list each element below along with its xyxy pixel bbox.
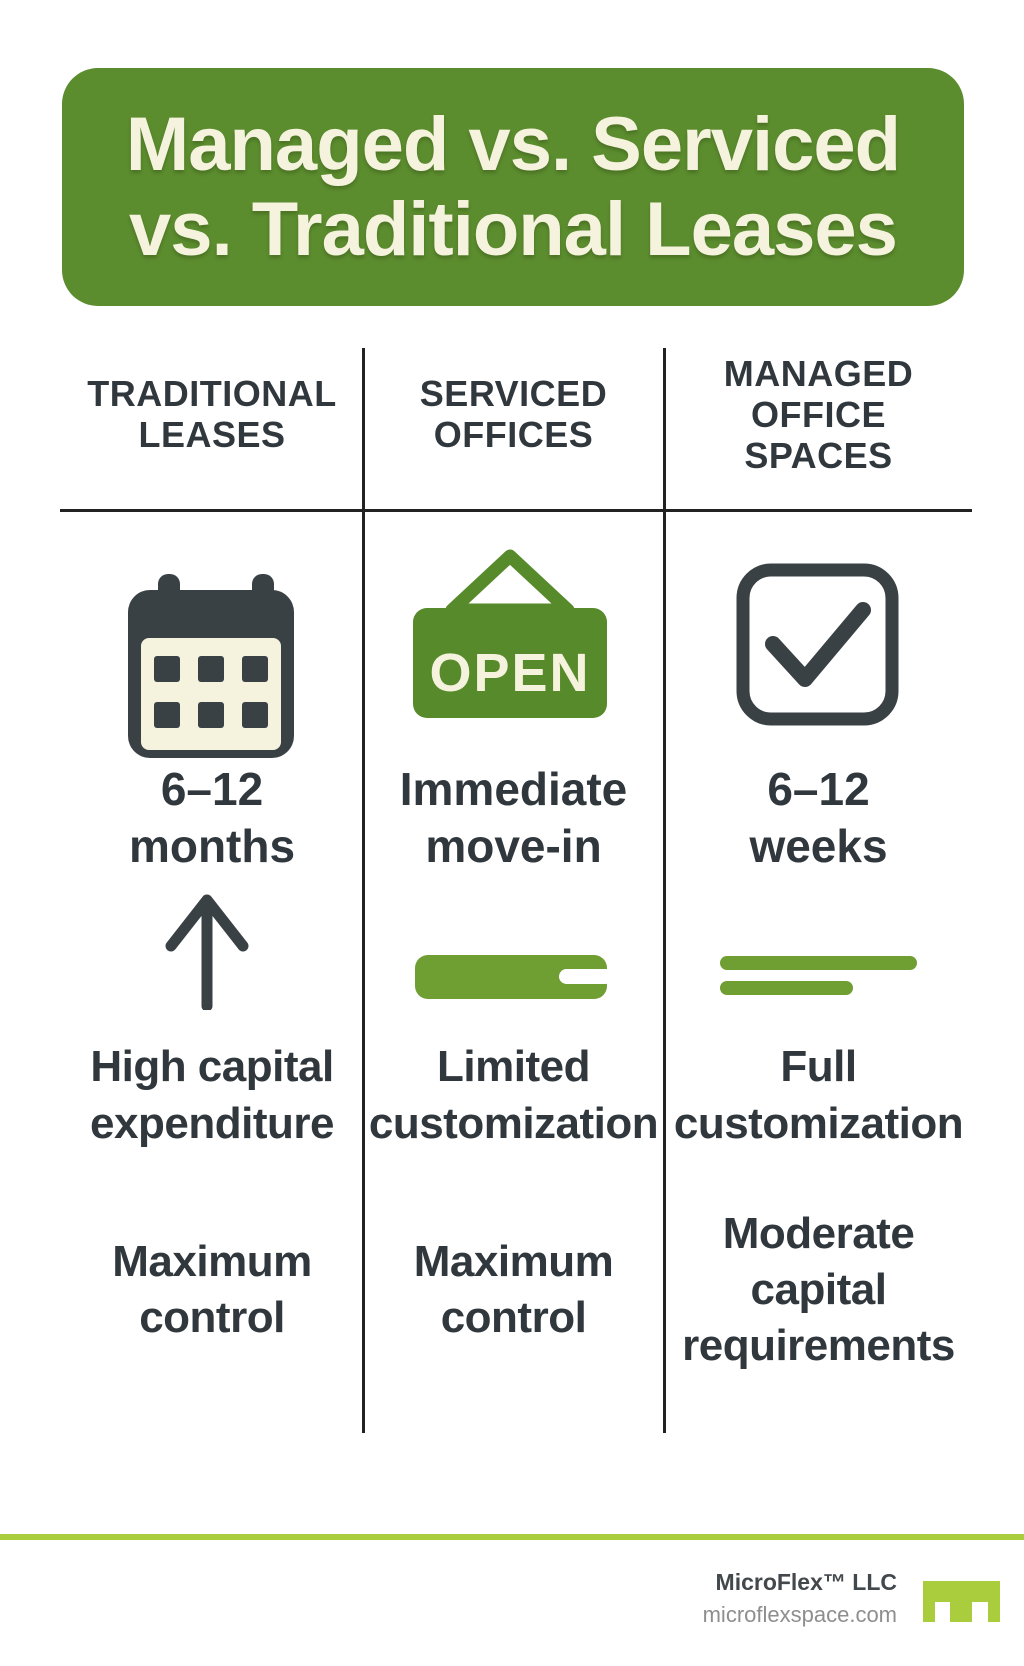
- header-underline: [60, 509, 972, 512]
- limited-customization-bar-icon: [415, 955, 613, 999]
- checkbox-checked-icon: [736, 563, 899, 726]
- managed-lease-term: 6–12 weeks: [749, 763, 888, 872]
- open-sign-icon: OPEN: [413, 549, 607, 718]
- bar: [415, 955, 607, 999]
- page-title-line-1: Managed vs. Serviced: [125, 102, 901, 187]
- microflex-logo: [923, 1581, 1000, 1622]
- header-line: OFFICES: [433, 414, 594, 455]
- arrow-up-icon: [165, 894, 249, 1010]
- sign-hanger: [445, 549, 575, 617]
- column-header-traditional-leases: TRADITIONAL LEASES: [62, 340, 362, 488]
- title-banner: Managed vs. Serviced vs. Traditional Lea…: [62, 68, 964, 306]
- calendar-icon: [128, 574, 294, 758]
- header-line: SERVICED: [419, 373, 608, 414]
- company-name: MicroFlex™ LLC: [715, 1569, 897, 1595]
- website-url: microflexspace.com: [702, 1602, 897, 1627]
- footer-divider: [0, 1534, 1024, 1540]
- traditional-lease-term: 6–12 months: [128, 763, 296, 872]
- serviced-customization: Limited customization: [368, 1042, 659, 1148]
- checkbox-outline: [736, 563, 899, 726]
- header-line: LEASES: [138, 414, 286, 455]
- calendar-page: [141, 638, 281, 750]
- managed-capital-requirements: Moderate capital requirements: [682, 1209, 955, 1370]
- column-header-serviced-offices: SERVICED OFFICES: [365, 340, 662, 488]
- open-sign-label: OPEN: [429, 643, 590, 703]
- full-customization-bars-icon: [720, 956, 917, 995]
- column-header-managed-office-spaces: MANAGED OFFICE SPACES: [665, 340, 972, 488]
- sign-board: [413, 608, 607, 718]
- header-line: OFFICE: [751, 393, 886, 435]
- header-line: MANAGED: [723, 352, 914, 394]
- bar-notch: [559, 969, 613, 984]
- bar-short: [720, 981, 853, 995]
- managed-customization: Full customization: [673, 1042, 964, 1148]
- traditional-control: Maximum control: [112, 1237, 312, 1342]
- serviced-control: Maximum control: [413, 1237, 614, 1342]
- arrow-head: [165, 894, 249, 952]
- page-title-line-2: vs. Traditional Leases: [129, 187, 898, 272]
- header-line: TRADITIONAL: [87, 373, 337, 414]
- column-divider-2: [663, 348, 666, 1433]
- logo-m-shape: [923, 1581, 1000, 1622]
- serviced-move-in: Immediate move-in: [399, 763, 628, 872]
- traditional-capex: High capital expenditure: [90, 1042, 334, 1148]
- bar-long: [720, 956, 917, 970]
- check-mark: [765, 602, 871, 687]
- column-divider-1: [362, 348, 365, 1433]
- header-line: SPACES: [744, 434, 893, 476]
